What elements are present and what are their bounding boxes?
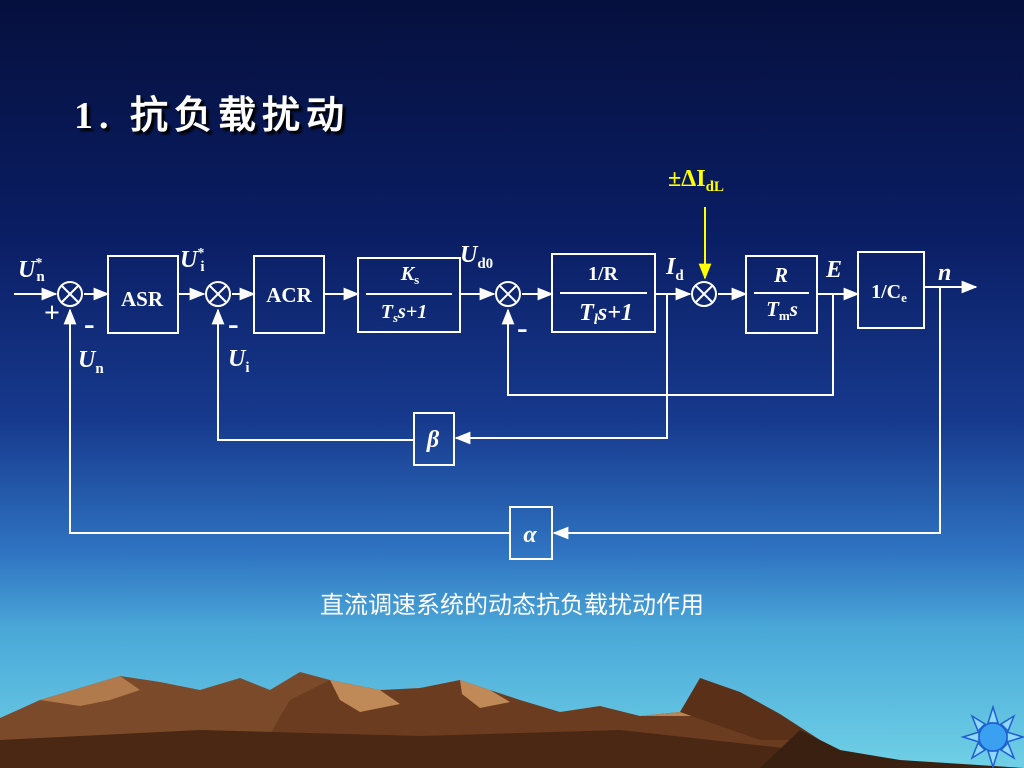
sun-icon xyxy=(960,704,1024,768)
emf-block xyxy=(857,251,925,329)
sum-junction-load xyxy=(691,281,717,307)
diagram-caption: 直流调速系统的动态抗负载扰动作用 xyxy=(320,591,704,619)
mountain-landscape xyxy=(0,672,1024,768)
asr-block xyxy=(107,255,179,334)
signal-un-star: U*n xyxy=(18,256,45,285)
converter-denominator: Tss+1 xyxy=(381,301,427,325)
armature-denominator: Tls+1 xyxy=(579,300,633,328)
sign-plus: + xyxy=(44,298,60,329)
signal-e: E xyxy=(825,257,842,283)
sum-junction-voltage xyxy=(495,281,521,307)
sign-minus-speed: - xyxy=(84,305,95,341)
signal-ui-star: U*i xyxy=(180,246,205,275)
signal-ud0: Ud0 xyxy=(460,242,493,272)
acr-block xyxy=(253,255,325,334)
motor-denominator: Tms xyxy=(766,297,798,323)
beta-label: β xyxy=(426,427,440,453)
asr-label: ASR xyxy=(121,287,164,311)
alpha-block xyxy=(509,506,553,560)
converter-numerator: Ks xyxy=(400,263,419,287)
signal-id: Id xyxy=(665,254,684,284)
beta-block xyxy=(413,412,455,466)
sign-minus-current: - xyxy=(228,305,239,341)
signal-un: Un xyxy=(78,347,104,377)
sum-junction-speed xyxy=(57,281,83,307)
sign-minus-voltage: - xyxy=(517,309,528,345)
forward-wires xyxy=(14,280,978,301)
converter-block xyxy=(357,257,461,333)
slide-title: 1. 抗负载扰动 xyxy=(74,95,351,137)
alpha-label: α xyxy=(523,522,537,548)
armature-numerator: 1/R xyxy=(588,263,619,285)
motor-numerator: R xyxy=(773,263,788,287)
signal-n: n xyxy=(938,260,951,286)
feedback-wires xyxy=(63,287,941,540)
signal-ui: Ui xyxy=(228,346,250,376)
emf-label: 1/Ce xyxy=(871,281,907,305)
signal-disturbance: ±ΔIdL xyxy=(668,166,724,195)
acr-label: ACR xyxy=(266,283,312,307)
sum-junction-current xyxy=(205,281,231,307)
motor-block xyxy=(745,255,818,334)
armature-block xyxy=(551,253,656,333)
